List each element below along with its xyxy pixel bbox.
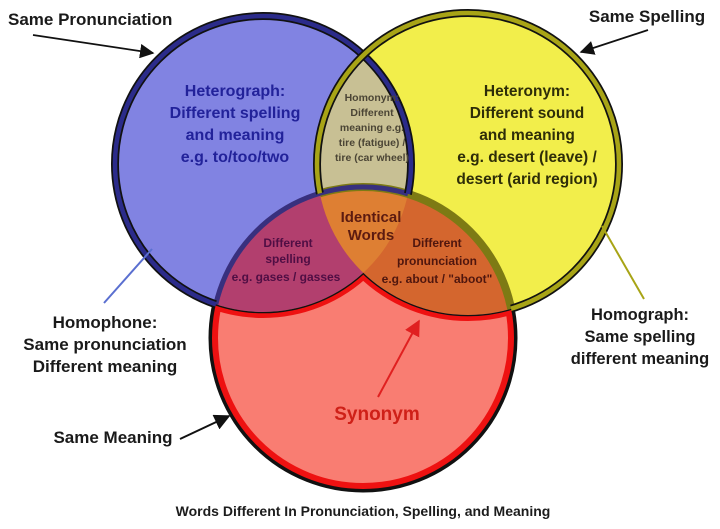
different-spelling-text-block: Different spelling e.g. gases / gasses <box>232 236 341 284</box>
heteronym-line: and meaning <box>479 127 575 144</box>
different-spelling-overlap-region <box>212 187 411 312</box>
homonym-line: Homonym: <box>345 92 400 104</box>
homonym-text-block: Homonym: Different meaning e.g. tire (fa… <box>335 92 409 164</box>
heteronym-line: e.g. desert (leave) / <box>457 149 597 166</box>
homonym-line: tire (fatigue) / <box>339 137 406 149</box>
identical-words-text-block: Identical Words <box>341 209 402 244</box>
heteronym-text-block: Heteronym: Different sound and meaning e… <box>456 83 597 188</box>
different-pronunciation-line: Different <box>412 236 461 250</box>
red-edge-in-blue <box>209 184 411 312</box>
synonym-arrow <box>377 319 420 398</box>
heteronym-line: Heteronym: <box>484 83 570 100</box>
same-pronunciation-label: Same Pronunciation <box>8 10 172 29</box>
heteronym-line: Different sound <box>470 105 585 122</box>
same-spelling-arrow <box>579 29 649 55</box>
homonym-line: tire (car wheel) <box>335 152 409 164</box>
different-spelling-line: Different <box>263 236 312 250</box>
synonym-label: Synonym <box>334 404 420 425</box>
identical-words-line: Identical <box>341 209 402 226</box>
heterograph-text-block: Heterograph: Different spelling and mean… <box>170 83 301 166</box>
homonym-line: meaning e.g. <box>340 122 404 134</box>
same-meaning-label: Same Meaning <box>53 428 172 447</box>
different-spelling-line: spelling <box>265 252 310 266</box>
same-pronunciation-arrow <box>32 34 155 59</box>
homograph-label-block: Homograph: Same spelling different meani… <box>571 306 709 368</box>
different-pronunciation-text-block: Different pronunciation e.g. about / "ab… <box>382 236 493 286</box>
heterograph-line: Different spelling <box>170 105 301 122</box>
heterograph-line: e.g. to/too/two <box>181 149 290 166</box>
diagram-caption: Words Different In Pronunciation, Spelli… <box>176 503 551 519</box>
homograph-line: Homograph: <box>591 306 689 324</box>
blue-circle-rim <box>112 13 414 315</box>
heterograph-line: Heterograph: <box>185 83 285 100</box>
heteronym-line: desert (arid region) <box>456 171 597 188</box>
homograph-pointer-line <box>601 225 645 300</box>
homophone-pointer-line <box>103 248 153 304</box>
heterograph-line: and meaning <box>186 127 285 144</box>
homograph-line: different meaning <box>571 350 709 368</box>
different-pronunciation-line: e.g. about / "aboot" <box>382 272 493 286</box>
same-spelling-label: Same Spelling <box>589 7 705 26</box>
yellow-circle-rim <box>314 10 622 318</box>
different-pronunciation-line: pronunciation <box>397 254 477 268</box>
homophone-line: Different meaning <box>33 357 178 376</box>
blue-yellow-rims <box>111 9 623 319</box>
homophone-label-block: Homophone: Same pronunciation Different … <box>23 313 186 376</box>
different-spelling-line: e.g. gases / gasses <box>232 270 341 284</box>
identical-words-line: Words <box>348 227 394 244</box>
homophone-line: Homophone: <box>53 313 158 332</box>
different-pronunciation-overlap-region <box>317 187 514 315</box>
same-meaning-arrow <box>179 414 231 440</box>
homophone-line: Same pronunciation <box>23 335 186 354</box>
homonym-line: Different <box>350 107 394 119</box>
homograph-line: Same spelling <box>585 328 696 346</box>
